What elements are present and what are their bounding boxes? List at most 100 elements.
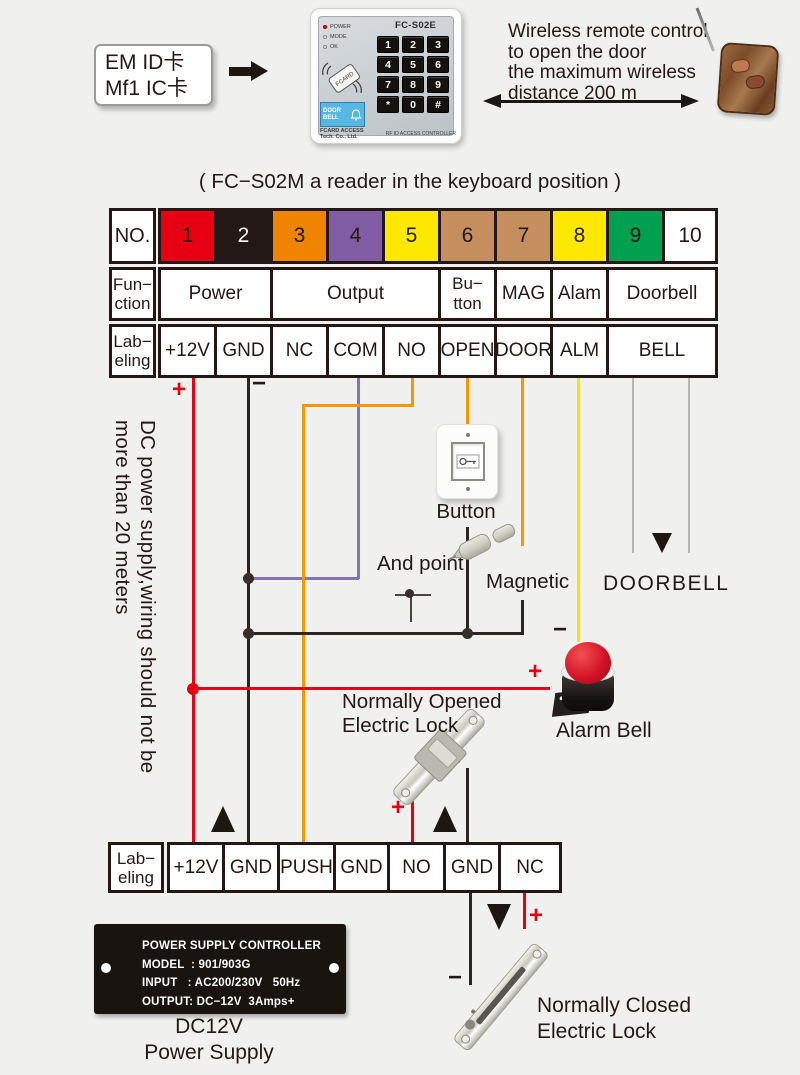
key-5: 5 — [402, 56, 424, 73]
card-type-em: EM ID卡 — [105, 51, 185, 74]
pin-7: 7 — [497, 211, 553, 261]
distance-arrow-icon — [499, 100, 683, 103]
wire-no-to-push — [302, 404, 305, 842]
magnetic-label: Magnetic — [486, 570, 570, 593]
junction-dot — [243, 628, 254, 639]
doorbell-arrow-icon — [652, 533, 672, 553]
key-4: 4 — [377, 56, 399, 73]
junction-dot — [243, 573, 254, 584]
controller-label: RF ID ACCESS CONTROLLER — [385, 131, 456, 137]
pin-3: 3 — [273, 211, 329, 261]
screw-icon — [466, 487, 470, 491]
power-supply-box: POWER SUPPLY CONTROLLER MODEL : 901/903G… — [94, 924, 346, 1014]
label-door: DOOR — [495, 327, 553, 375]
pin-4: 4 — [329, 211, 385, 261]
distance-arrow-left-icon — [483, 94, 501, 108]
power-led-icon — [323, 25, 327, 29]
terminal-12v: +12V — [170, 845, 225, 890]
brand-label: FCARD ACCESS Tech. Co., Ltd. — [320, 128, 364, 140]
and-point-label: And point — [377, 552, 464, 575]
doorbell-label: DOORBELL — [603, 572, 730, 595]
pin-2: 2 — [217, 211, 273, 261]
terminal-gnd-1: GND — [225, 845, 280, 890]
pin-number-row: 1 2 3 4 5 6 7 8 9 10 — [158, 208, 718, 264]
wire-open — [466, 378, 469, 426]
labeling-header-cell: Lab− eling — [109, 324, 156, 378]
wire-gnd — [247, 378, 250, 842]
card-type-mf1: Mf1 IC卡 — [105, 77, 188, 100]
wire-nclock-minus — [469, 893, 472, 985]
terminal-nc: NC — [516, 856, 544, 878]
bell-dome — [565, 642, 611, 684]
no-header-cell: NO. — [109, 208, 156, 264]
minus-sign: − — [252, 370, 267, 397]
pin-9: 9 — [609, 211, 665, 261]
wire-magnetic-gnd — [521, 600, 524, 635]
labeling-row: +12V GND NC COM NO OPEN DOOR ALM BELL — [158, 324, 718, 378]
distance-arrow-right-icon — [681, 94, 699, 108]
pin-8: 8 — [553, 211, 609, 261]
key-8: 8 — [402, 76, 424, 93]
wire-gnd-bus — [247, 632, 524, 635]
electric-lock-nc — [454, 943, 548, 1051]
card-types-box: EM ID卡 Mf1 IC卡 — [94, 44, 213, 106]
key-9: 9 — [427, 76, 449, 93]
screw-hole-icon — [329, 963, 339, 973]
wire-nclock-plus — [523, 893, 526, 929]
bell-icon — [350, 108, 362, 121]
key-7: 7 — [377, 76, 399, 93]
psu-caption: DC12V Power Supply — [144, 1015, 274, 1064]
label-alm: ALM — [553, 327, 609, 375]
wire-door — [521, 378, 524, 546]
terminal-no: NO — [390, 845, 446, 890]
label-bell: BELL — [638, 340, 686, 361]
key-1: 1 — [377, 36, 399, 53]
and-point-symbol — [410, 595, 412, 622]
remote-button-icon — [744, 74, 766, 90]
label-no: NO — [385, 327, 441, 375]
power-led-label: POWER — [330, 24, 351, 30]
function-button: Bu− tton — [441, 270, 497, 318]
wire-alm — [577, 378, 580, 642]
screw-icon — [466, 433, 470, 437]
function-mag: MAG — [497, 270, 553, 318]
junction-dot — [462, 628, 473, 639]
key-6: 6 — [427, 56, 449, 73]
ok-led-label: OK — [330, 44, 338, 50]
wire-no-jog — [302, 404, 414, 407]
screw-hole-icon — [101, 963, 111, 973]
function-alam: Alam — [553, 270, 609, 318]
right-arrow-icon — [229, 67, 251, 76]
rfid-card-icon: FCARD — [322, 62, 362, 94]
pin-6: 6 — [441, 211, 497, 261]
label-gnd: GND — [217, 327, 273, 375]
electric-lock-no — [393, 709, 485, 805]
minus-sign: − — [553, 616, 568, 643]
nc-lock-label: Normally Closed Electric Lock — [537, 994, 692, 1043]
remote-button-icon — [730, 58, 751, 74]
wire-no-out — [411, 378, 414, 407]
key-0: 0 — [402, 96, 424, 113]
key-2: 2 — [402, 36, 424, 53]
label-12v: +12V — [161, 327, 217, 375]
function-doorbell: Doorbell — [626, 283, 698, 304]
function-row: Power Output Bu− tton MAG Alam Doorbell — [158, 267, 718, 321]
wire-bell-plus — [192, 687, 550, 690]
label-com: COM — [329, 327, 385, 375]
wire-12v — [192, 378, 195, 842]
function-header-cell: Fun− ction — [109, 267, 156, 321]
function-power: Power — [161, 270, 273, 318]
wire-nolock-minus — [466, 768, 469, 842]
no-lock-label: Normally Opened Electric Lock — [342, 690, 502, 737]
exit-button-face — [451, 442, 485, 481]
key-3: 3 — [427, 36, 449, 53]
table-caption: ( FC−S02M a reader in the keyboard posit… — [198, 170, 622, 193]
minus-sign: − — [448, 964, 463, 991]
wire-button-gnd — [466, 527, 469, 635]
key-hash: # — [427, 96, 449, 113]
wire-bell-2 — [688, 378, 690, 553]
keypad-model-label: FC-S02E — [395, 20, 437, 31]
alarm-bell-label: Alarm Bell — [556, 719, 652, 742]
plus-sign: + — [529, 902, 544, 929]
function-output: Output — [273, 270, 441, 318]
